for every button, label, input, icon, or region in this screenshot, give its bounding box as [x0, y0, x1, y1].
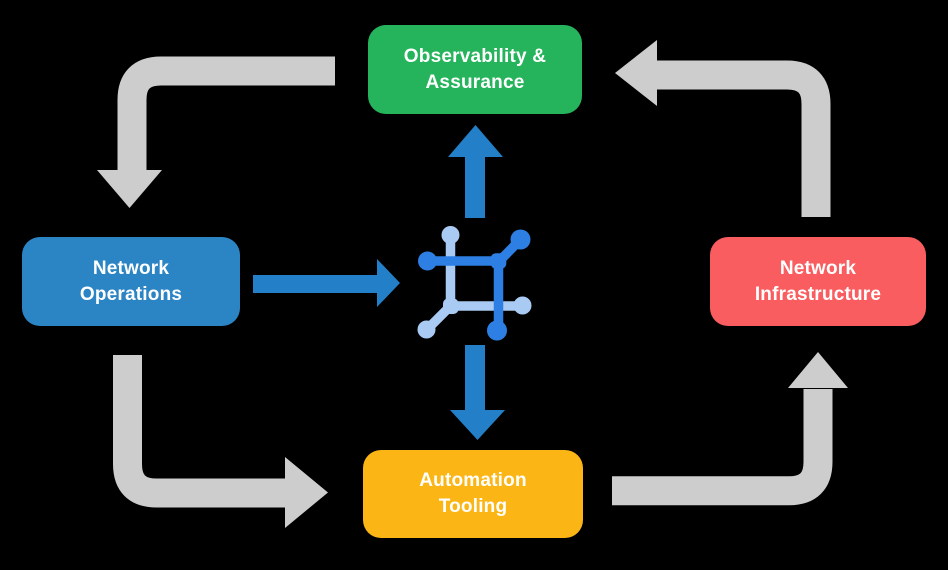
- arrow-center-to-automation: [450, 345, 505, 440]
- node-label-line: Operations: [79, 283, 183, 305]
- arrow-center-to-observability: [448, 125, 503, 218]
- icon-dark-nodes: [418, 229, 531, 341]
- icon-light-nodes: [417, 226, 532, 339]
- node-automation-tooling: Automation Tooling: [363, 450, 583, 538]
- node-label-line: Tooling: [438, 496, 508, 517]
- arrow-infrastructure-to-observability: [615, 40, 831, 217]
- network-automation-icon: [417, 226, 532, 341]
- arrow-automation-to-infrastructure: [612, 352, 848, 506]
- node-label-line: Automation: [419, 470, 527, 491]
- node-label-line: Assurance: [425, 71, 525, 93]
- node-network-operations: Network Operations: [22, 237, 240, 326]
- arrow-observability-to-operations: [97, 56, 335, 208]
- arrow-operations-to-automation: [113, 355, 328, 528]
- node-label-line: Observability &: [403, 45, 547, 67]
- node-label-line: Network: [92, 257, 170, 279]
- node-label-line: Infrastructure: [754, 283, 882, 305]
- arrow-operations-to-center: [253, 259, 400, 307]
- node-label-line: Network: [779, 257, 857, 279]
- node-network-infrastructure: Network Infrastructure: [710, 237, 926, 326]
- node-observability-assurance: Observability & Assurance: [368, 25, 582, 114]
